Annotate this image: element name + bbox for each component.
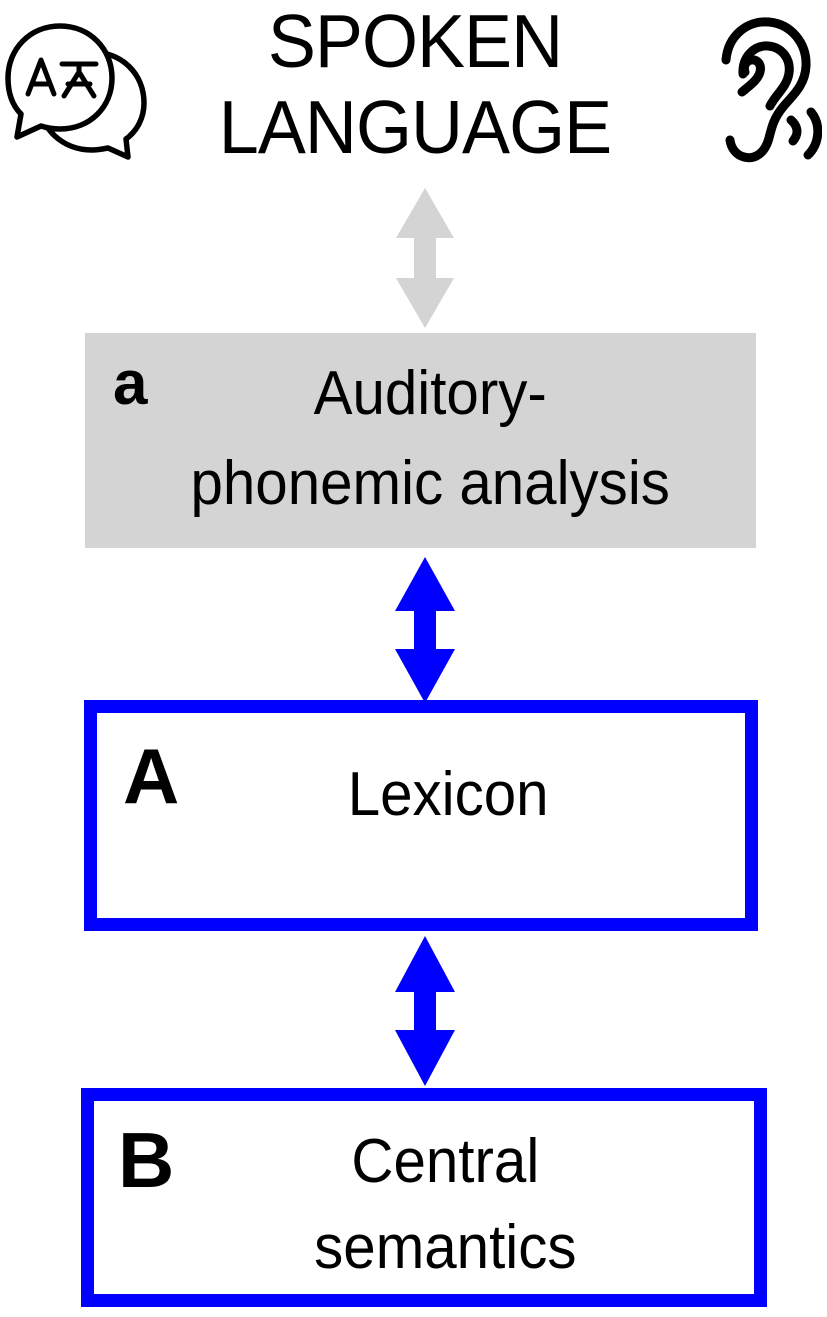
arrow-lexicon-to-semantics <box>395 936 455 1086</box>
box-tag-B: B <box>118 1116 175 1204</box>
box-central-semantics[interactable]: B Central semantics <box>81 1088 767 1307</box>
box-label-semantics: Central semantics <box>114 1119 755 1291</box>
page-title: SPOKEN LANGUAGE <box>170 0 660 170</box>
box-label-auditory-line-1: Auditory- <box>313 359 547 428</box>
title-line-2: LANGUAGE <box>218 85 612 169</box>
box-label-lexicon-line-1: Lexicon <box>347 760 549 829</box>
box-label-auditory: Auditory- phonemic analysis <box>105 349 745 529</box>
box-tag-a: a <box>113 349 148 418</box>
box-tag-A: A <box>123 732 180 820</box>
translate-speech-bubbles-icon <box>4 18 154 168</box>
arrow-spoken-to-auditory <box>396 188 454 328</box>
box-label-lexicon: Lexicon <box>117 755 752 835</box>
ear-listening-icon <box>712 14 823 169</box>
header-row: SPOKEN LANGUAGE <box>0 0 827 180</box>
box-label-semantics-line-2: semantics <box>314 1213 577 1282</box>
arrow-auditory-to-lexicon <box>395 557 455 703</box>
box-label-semantics-line-1: Central <box>351 1127 540 1196</box>
title-line-1: SPOKEN <box>267 0 563 83</box>
box-lexicon[interactable]: A Lexicon <box>84 700 758 931</box>
box-auditory-phonemic-analysis[interactable]: a Auditory- phonemic analysis <box>85 333 756 548</box>
box-label-auditory-line-2: phonemic analysis <box>190 449 670 518</box>
